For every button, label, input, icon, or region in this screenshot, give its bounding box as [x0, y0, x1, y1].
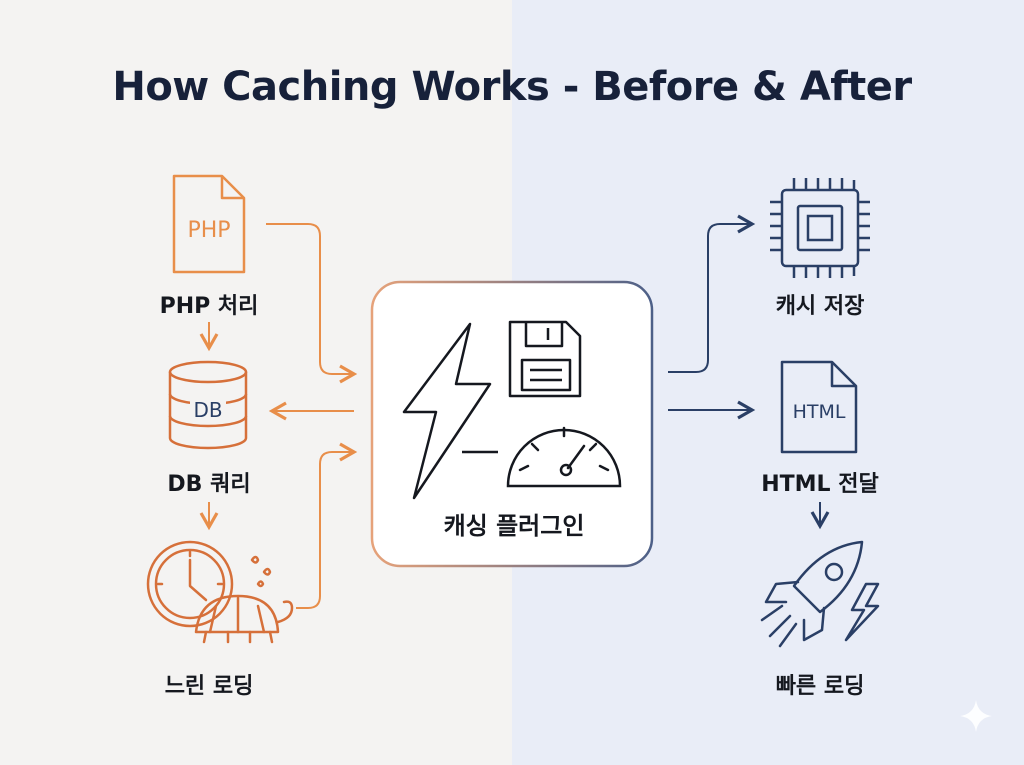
db-query-label: DB 쿼리 — [167, 472, 251, 497]
db-icon-text: DB — [193, 398, 222, 422]
lightning-icon — [402, 322, 498, 500]
slow-loading-label: 느린 로딩 — [164, 674, 254, 699]
rocket-icon — [760, 540, 880, 648]
html-delivery-label: HTML 전달 — [761, 472, 879, 497]
speedometer-icon — [506, 426, 622, 488]
caching-plugin-box — [370, 280, 654, 568]
fast-loading-label: 빠른 로딩 — [775, 674, 865, 699]
caching-plugin-label: 캐싱 플러그인 — [443, 512, 585, 540]
slow-clock-turtle-icon — [146, 540, 294, 644]
save-disk-icon — [508, 320, 582, 398]
php-processing-label: PHP 처리 — [159, 294, 259, 319]
arrow-plugin-to-cache — [668, 214, 756, 373]
diagram-title: How Caching Works - Before & After — [112, 64, 912, 110]
caching-plugin-box-fill — [372, 282, 652, 566]
cpu-chip-icon — [770, 178, 870, 278]
cache-storage-label: 캐시 저장 — [775, 294, 865, 319]
php-icon-text: PHP — [187, 218, 230, 243]
html-file-icon — [780, 360, 858, 454]
sparkle-watermark-icon — [960, 700, 992, 732]
arrow-php-to-plugin — [266, 223, 358, 384]
html-icon-text: HTML — [793, 401, 846, 423]
arrow-slow-to-plugin — [296, 442, 358, 609]
php-file-icon — [172, 174, 246, 274]
